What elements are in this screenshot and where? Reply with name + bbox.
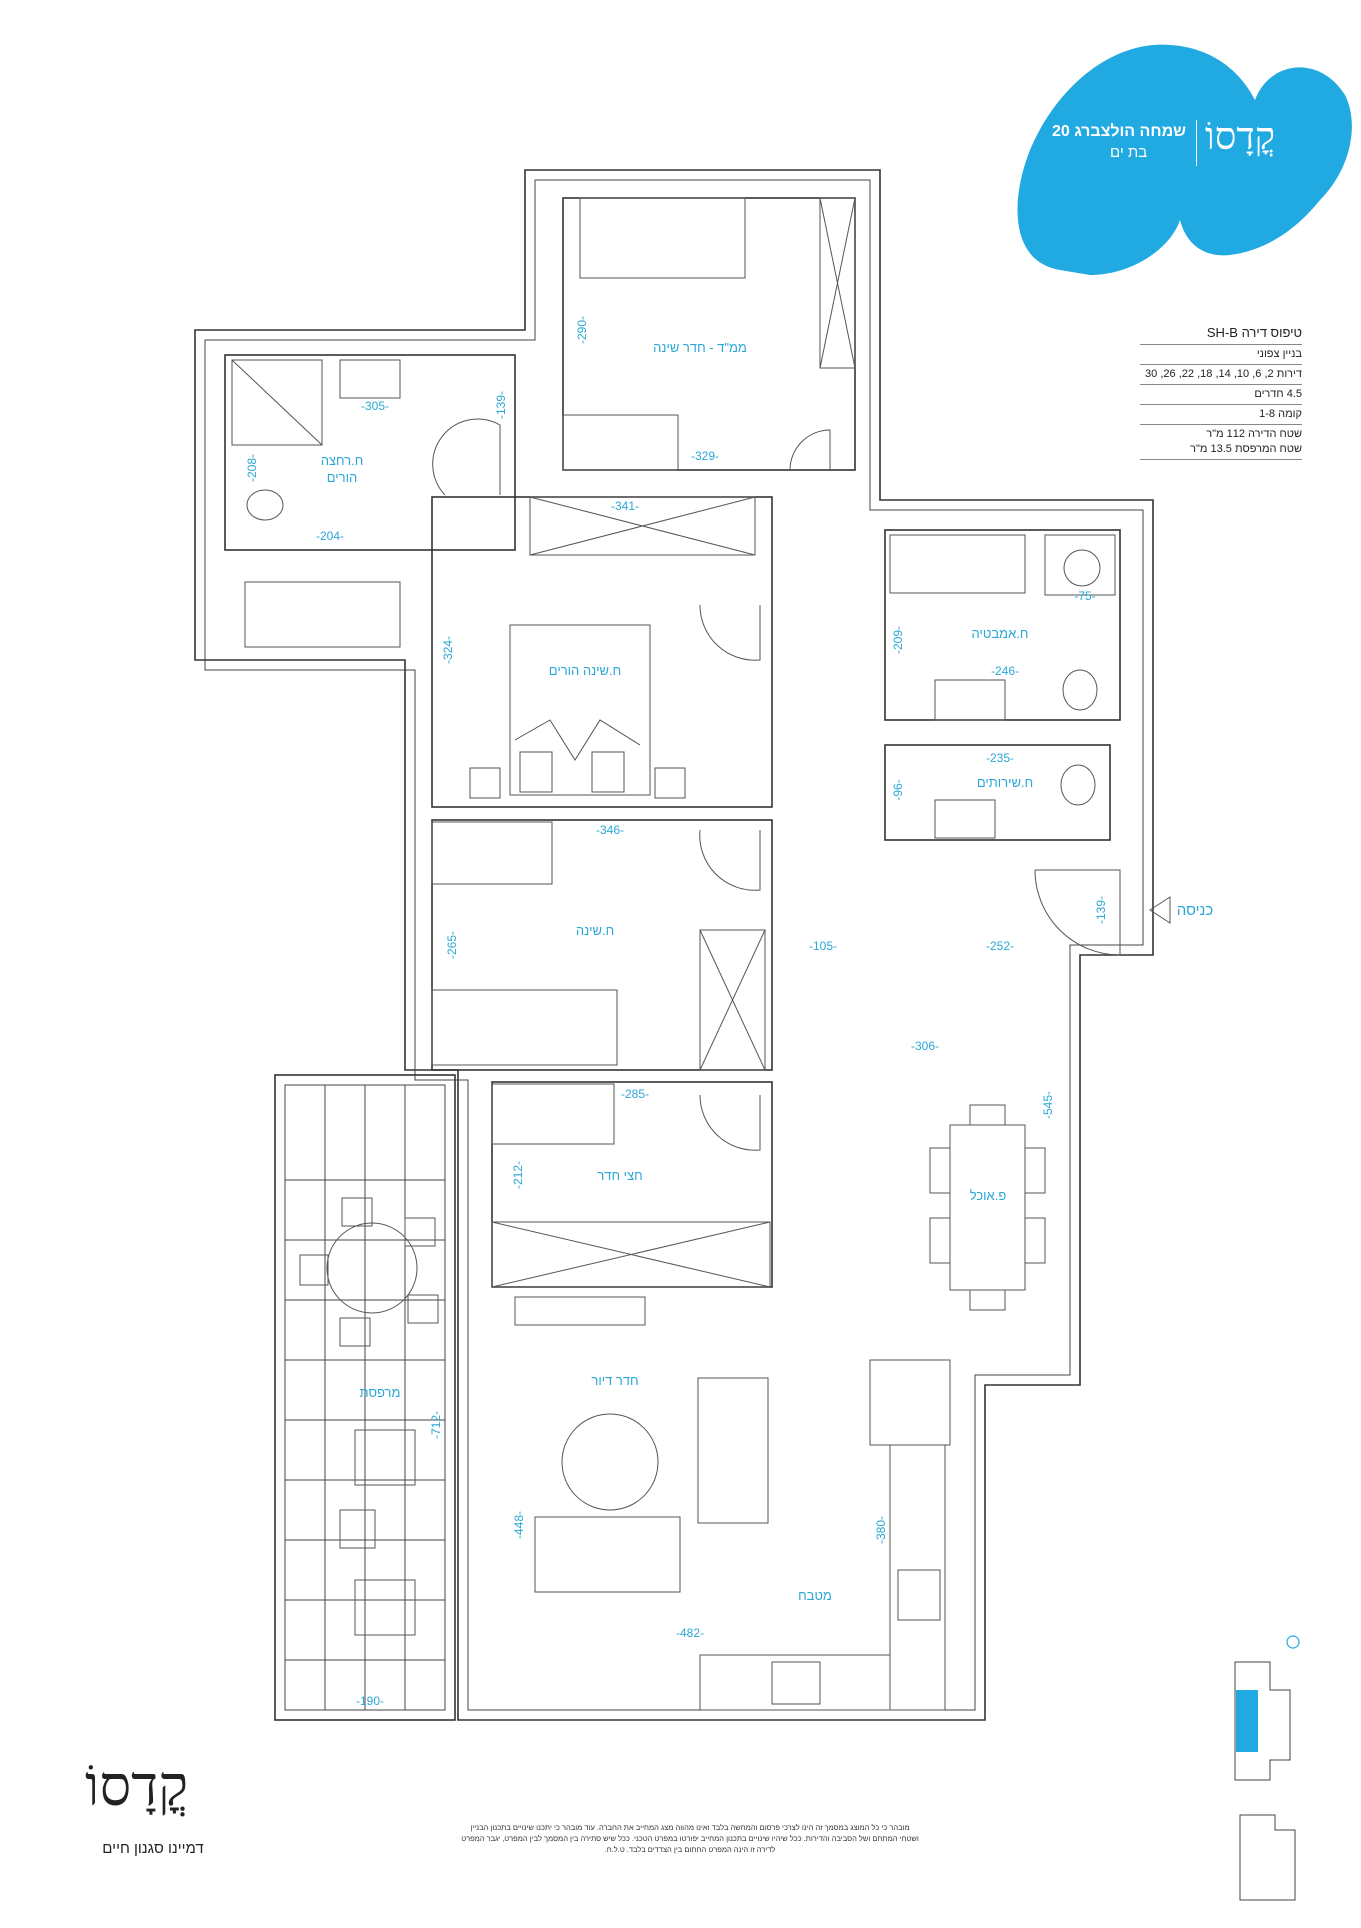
balcony-area <box>274 1074 456 1721</box>
dim-341: -341- <box>611 499 639 513</box>
label-parents-bath: ח.רחצה <box>321 453 364 468</box>
label-entrance: כניסה <box>1177 902 1214 919</box>
info-floors: קומה 1-8 <box>1140 405 1302 425</box>
parents-bath-room <box>224 354 516 551</box>
dim-246: -246- <box>991 664 1019 678</box>
label-toilet: ח.שירותים <box>977 775 1033 790</box>
brand-logo: קֳדָסוֹ <box>1205 116 1275 158</box>
label-bath: ח.אמבטיה <box>972 626 1029 641</box>
brand-project-name: שמחה הולצברג 20 <box>1052 123 1187 140</box>
info-rooms: 4.5 חדרים <box>1140 385 1302 405</box>
mamad-room <box>562 197 856 471</box>
dim-305: -305- <box>361 399 389 413</box>
dim-712: -712- <box>429 1411 443 1439</box>
dim-545: -545- <box>1041 1091 1055 1119</box>
dim-265: -265- <box>445 931 459 959</box>
toilet-room <box>884 744 1111 841</box>
dim-96: -96- <box>891 779 905 800</box>
dim-448: -448- <box>512 1511 526 1539</box>
label-master: ח.שינה הורים <box>549 663 621 678</box>
label-half-room: חצי חדר <box>597 1168 642 1183</box>
dim-204: -204- <box>316 529 344 543</box>
label-balcony: מרפסת <box>360 1385 401 1400</box>
info-building: בניין צפוני <box>1140 345 1302 365</box>
half-room <box>491 1081 773 1288</box>
dim-482: -482- <box>676 1626 704 1640</box>
label-parents-bath-2: הורים <box>327 470 358 485</box>
dim-324: -324- <box>441 636 455 664</box>
dim-235: -235- <box>986 751 1014 765</box>
disclaimer-line-2: ושטחי המתחם ושל הסביבה והדירות. ככל שיהי… <box>461 1834 919 1843</box>
dim-329: -329- <box>691 449 719 463</box>
brand-divider <box>1196 120 1197 166</box>
info-area-balcony: שטח המרפסת 13.5 מ"ר <box>1140 440 1302 460</box>
dim-346: -346- <box>596 823 624 837</box>
key-plan <box>1234 1635 1300 1901</box>
info-type: טיפוס דירה SH-B <box>1140 322 1302 345</box>
dim-208: -208- <box>245 454 259 482</box>
dim-306: -306- <box>911 1039 939 1053</box>
footer-tagline: דמיינו סגנון חיים <box>102 1840 204 1857</box>
label-bedroom: ח.שינה <box>576 923 614 938</box>
dim-105: -105- <box>809 939 837 953</box>
dim-212: -212- <box>511 1161 525 1189</box>
label-kitchen: מטבח <box>798 1588 832 1603</box>
outer-wall <box>194 169 1154 1721</box>
disclaimer-line-1: מובהר כי כל המוצג במסמך זה הינו לצרכי פר… <box>470 1823 910 1832</box>
dim-285: -285- <box>621 1087 649 1101</box>
label-living: חדר דיור <box>591 1373 638 1388</box>
info-apartments: דירות 2, 6, 10, 14, 18, 22, 26, 30 <box>1140 365 1302 385</box>
info-table: טיפוס דירה SH-B בניין צפוני דירות 2, 6, … <box>1140 322 1302 460</box>
footer-disclaimer: מובהר כי כל המוצג במסמך זה הינו לצרכי פר… <box>440 1822 940 1855</box>
footer-logo: קֳדָסוֹ <box>85 1756 189 1818</box>
dim-75: -75- <box>1074 589 1095 603</box>
bath-room <box>884 529 1121 721</box>
dim-252: -252- <box>986 939 1014 953</box>
disclaimer-line-3: לדירה זו הינה המפרט החתום בין הצדדים בלב… <box>604 1845 776 1854</box>
dim-290: -290- <box>575 316 589 344</box>
dim-139b: -139- <box>1094 896 1108 924</box>
label-dining: פ.אוכל <box>970 1188 1007 1203</box>
label-mamad: ממ"ד - חדר שינה <box>653 340 747 355</box>
dim-190: -190- <box>356 1694 384 1708</box>
dining-table <box>949 1124 1026 1291</box>
dim-209: -209- <box>891 626 905 654</box>
bedroom-room <box>431 819 773 1071</box>
brand-city: בת ים <box>1110 144 1148 161</box>
dim-139a: -139- <box>494 391 508 419</box>
master-room <box>431 496 773 808</box>
dim-380: -380- <box>874 1516 888 1544</box>
living-table <box>561 1413 659 1511</box>
info-area-apartment: שטח הדירה 112 מ"ר <box>1206 428 1302 440</box>
